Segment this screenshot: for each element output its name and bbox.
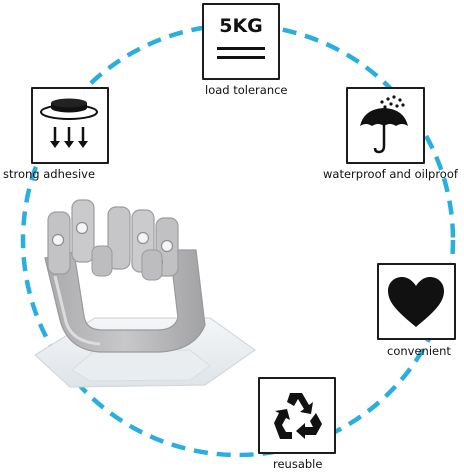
umbrella-rain-icon: [346, 87, 425, 164]
waterproof-label: waterproof and oilproof: [323, 167, 458, 181]
recycle-icon: [258, 377, 336, 454]
underline-top: [217, 47, 265, 50]
weight-badge-icon: 5KG: [202, 3, 280, 80]
convenient-label: convenient: [387, 344, 451, 358]
strong-adhesive-label: strong adhesive: [3, 167, 96, 181]
load-value: 5KG: [219, 15, 263, 37]
load-tolerance-label: load tolerance: [205, 83, 288, 97]
reusable-label: reusable: [273, 457, 323, 471]
heart-icon: [377, 263, 456, 340]
underline-bottom: [217, 56, 265, 59]
adhesive-pad-icon: [31, 87, 109, 164]
